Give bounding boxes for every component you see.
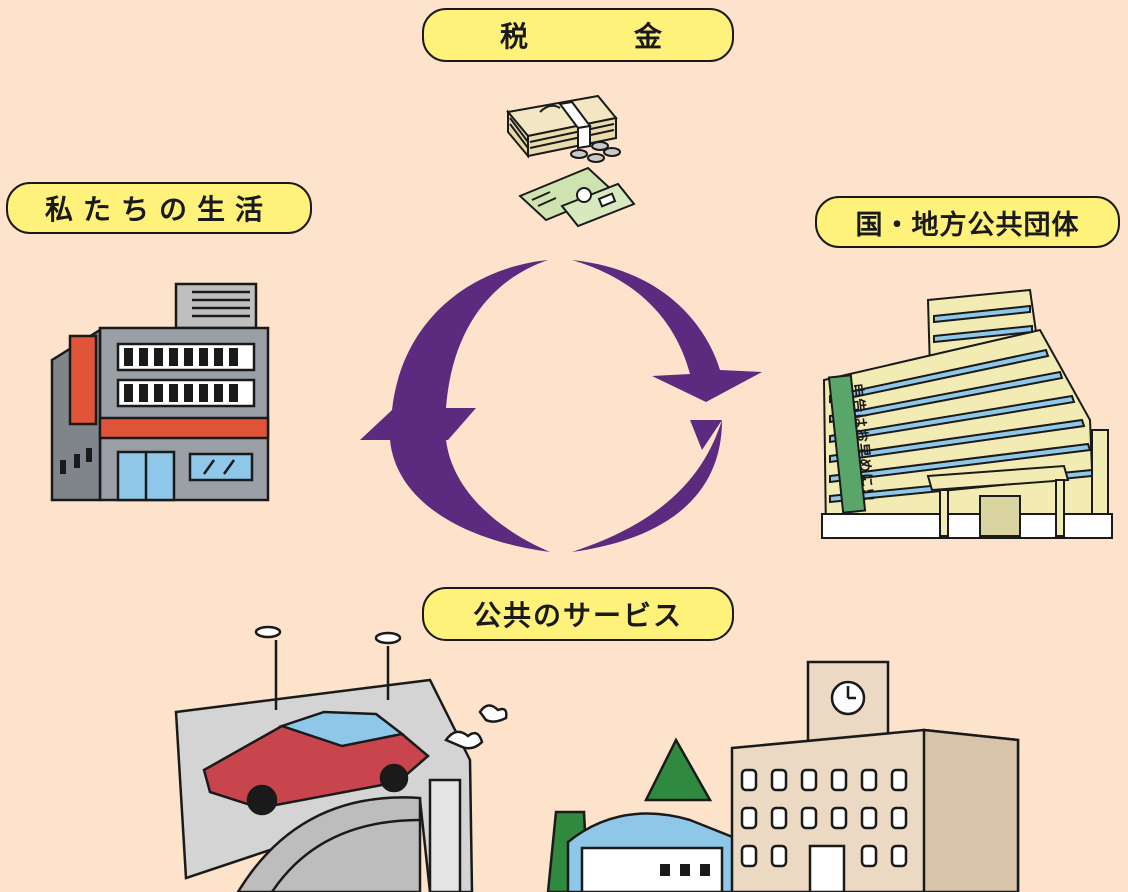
arrow-lower-left-arc	[390, 440, 550, 552]
government-building-icon	[821, 288, 1113, 539]
money-bundle-icon	[506, 94, 618, 159]
tax-label-char-2: 金	[634, 20, 665, 53]
our-life-label: 私たちの生活	[6, 182, 312, 234]
shop-building-icon	[50, 282, 270, 502]
government-label: 国・地方公共団体	[815, 196, 1120, 248]
cycle-arrows	[360, 260, 762, 552]
public-services-label: 公共のサービス	[422, 587, 734, 641]
car-on-highway-icon	[174, 625, 508, 892]
tax-label-char-1: 税	[500, 20, 531, 53]
arrow-upper-right-arc	[572, 260, 762, 402]
clock-icon	[830, 680, 866, 716]
tax-label: 税 金	[422, 8, 734, 62]
school-building-icon	[546, 660, 1020, 892]
coins-icon	[570, 141, 621, 163]
arrow-lower-right-arc	[572, 420, 722, 552]
arrow-upper-left-arc	[360, 260, 548, 440]
banknotes-icon	[518, 166, 636, 228]
